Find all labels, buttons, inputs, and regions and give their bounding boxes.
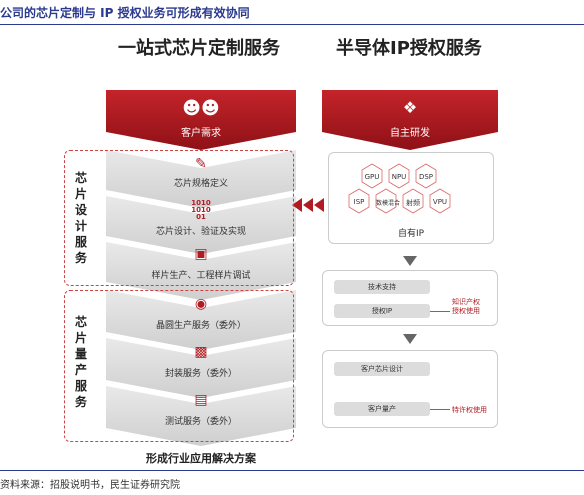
client-needs-chevron xyxy=(106,90,296,150)
ip-dsp: DSP xyxy=(418,173,434,181)
document-edit-icon: ✎ xyxy=(195,156,207,172)
ip-group-box xyxy=(328,152,494,244)
design-step-3: 样片生产、工程样片调试 xyxy=(151,271,251,281)
source-footer: 资料来源：招股说明书，民生证券研究院 xyxy=(0,480,180,491)
chevron-mass-3 xyxy=(106,386,296,446)
binary-code-icon: 1010 1010 01 xyxy=(186,200,216,221)
design-step-2: 芯片设计、验证及实现 xyxy=(155,227,246,237)
connector-line-1 xyxy=(430,311,450,312)
people-icon: ☻☻ xyxy=(182,98,220,119)
binary-line-3: 01 xyxy=(196,213,206,221)
customer-design-bar: 客户芯片设计 xyxy=(334,362,430,376)
chevron-mass-2 xyxy=(106,338,296,398)
chip-icon: ▣ xyxy=(194,246,208,262)
test-monitor-icon: ▤ xyxy=(194,392,208,408)
down-arrow-icon-1 xyxy=(403,256,417,266)
ip-gpu: GPU xyxy=(364,173,380,181)
ip-npu: NPU xyxy=(391,173,407,181)
mass-step-2: 封装服务（委外） xyxy=(164,369,237,379)
ip-hex-grid xyxy=(348,163,451,214)
connector-line-2 xyxy=(430,409,450,410)
package-icon: ▩ xyxy=(194,344,208,360)
chevron-design-1 xyxy=(106,150,296,208)
ip-license-note-line-2: 授权使用 xyxy=(452,307,480,315)
left-heading: 一站式芯片定制服务 xyxy=(118,38,280,59)
ip-rf: 射频 xyxy=(406,199,420,207)
customer-box xyxy=(322,350,498,428)
ip-license-note-line-1: 知识产权 xyxy=(452,298,480,306)
right-heading: 半导体IP授权服务 xyxy=(336,38,482,59)
customer-mass-bar: 客户量产 xyxy=(334,402,430,416)
design-group-box xyxy=(64,150,294,286)
binary-line-1: 1010 xyxy=(191,199,211,207)
mass-step-1: 晶圆生产服务（委外） xyxy=(155,321,246,331)
ip-license-note: 知识产权 授权使用 xyxy=(452,298,480,316)
license-box xyxy=(322,270,498,326)
self-rd-chevron xyxy=(322,90,498,150)
self-rd-label: 自主研发 xyxy=(390,128,430,139)
down-arrow-icon-2 xyxy=(403,334,417,344)
client-needs-label: 客户需求 xyxy=(181,128,221,139)
chevron-design-2 xyxy=(106,196,296,254)
design-group-label: 芯片设计服务 xyxy=(74,171,87,265)
mass-step-3: 测试服务（委外） xyxy=(164,417,237,427)
rd-puzzle-icon: ❖ xyxy=(402,98,418,117)
design-step-1: 芯片规格定义 xyxy=(173,179,228,189)
mass-group-label: 芯片量产服务 xyxy=(74,315,87,409)
title-bar xyxy=(0,0,584,25)
footer-divider xyxy=(0,470,584,471)
wafer-icon: ◉ xyxy=(194,296,208,312)
tech-support-bar: 技术支持 xyxy=(334,280,430,294)
ip-isp: ISP xyxy=(353,198,365,206)
ip-caption: 自有IP xyxy=(397,229,425,239)
binary-line-2: 1010 xyxy=(191,206,211,214)
triple-arrow-left-icon xyxy=(292,198,324,212)
chevron-mass-1 xyxy=(106,290,296,350)
mass-group-box xyxy=(64,290,294,442)
ip-vpu: VPU xyxy=(432,198,448,206)
result-label: 形成行业应用解决方案 xyxy=(146,452,256,465)
royalty-note: 特许权使用 xyxy=(452,406,487,414)
licensed-ip-bar: 授权IP xyxy=(334,304,430,318)
page-title: 公司的芯片定制与 IP 授权业务可形成有效协同 xyxy=(0,6,250,20)
ip-mixed-signal: 数模混合 xyxy=(376,200,401,207)
